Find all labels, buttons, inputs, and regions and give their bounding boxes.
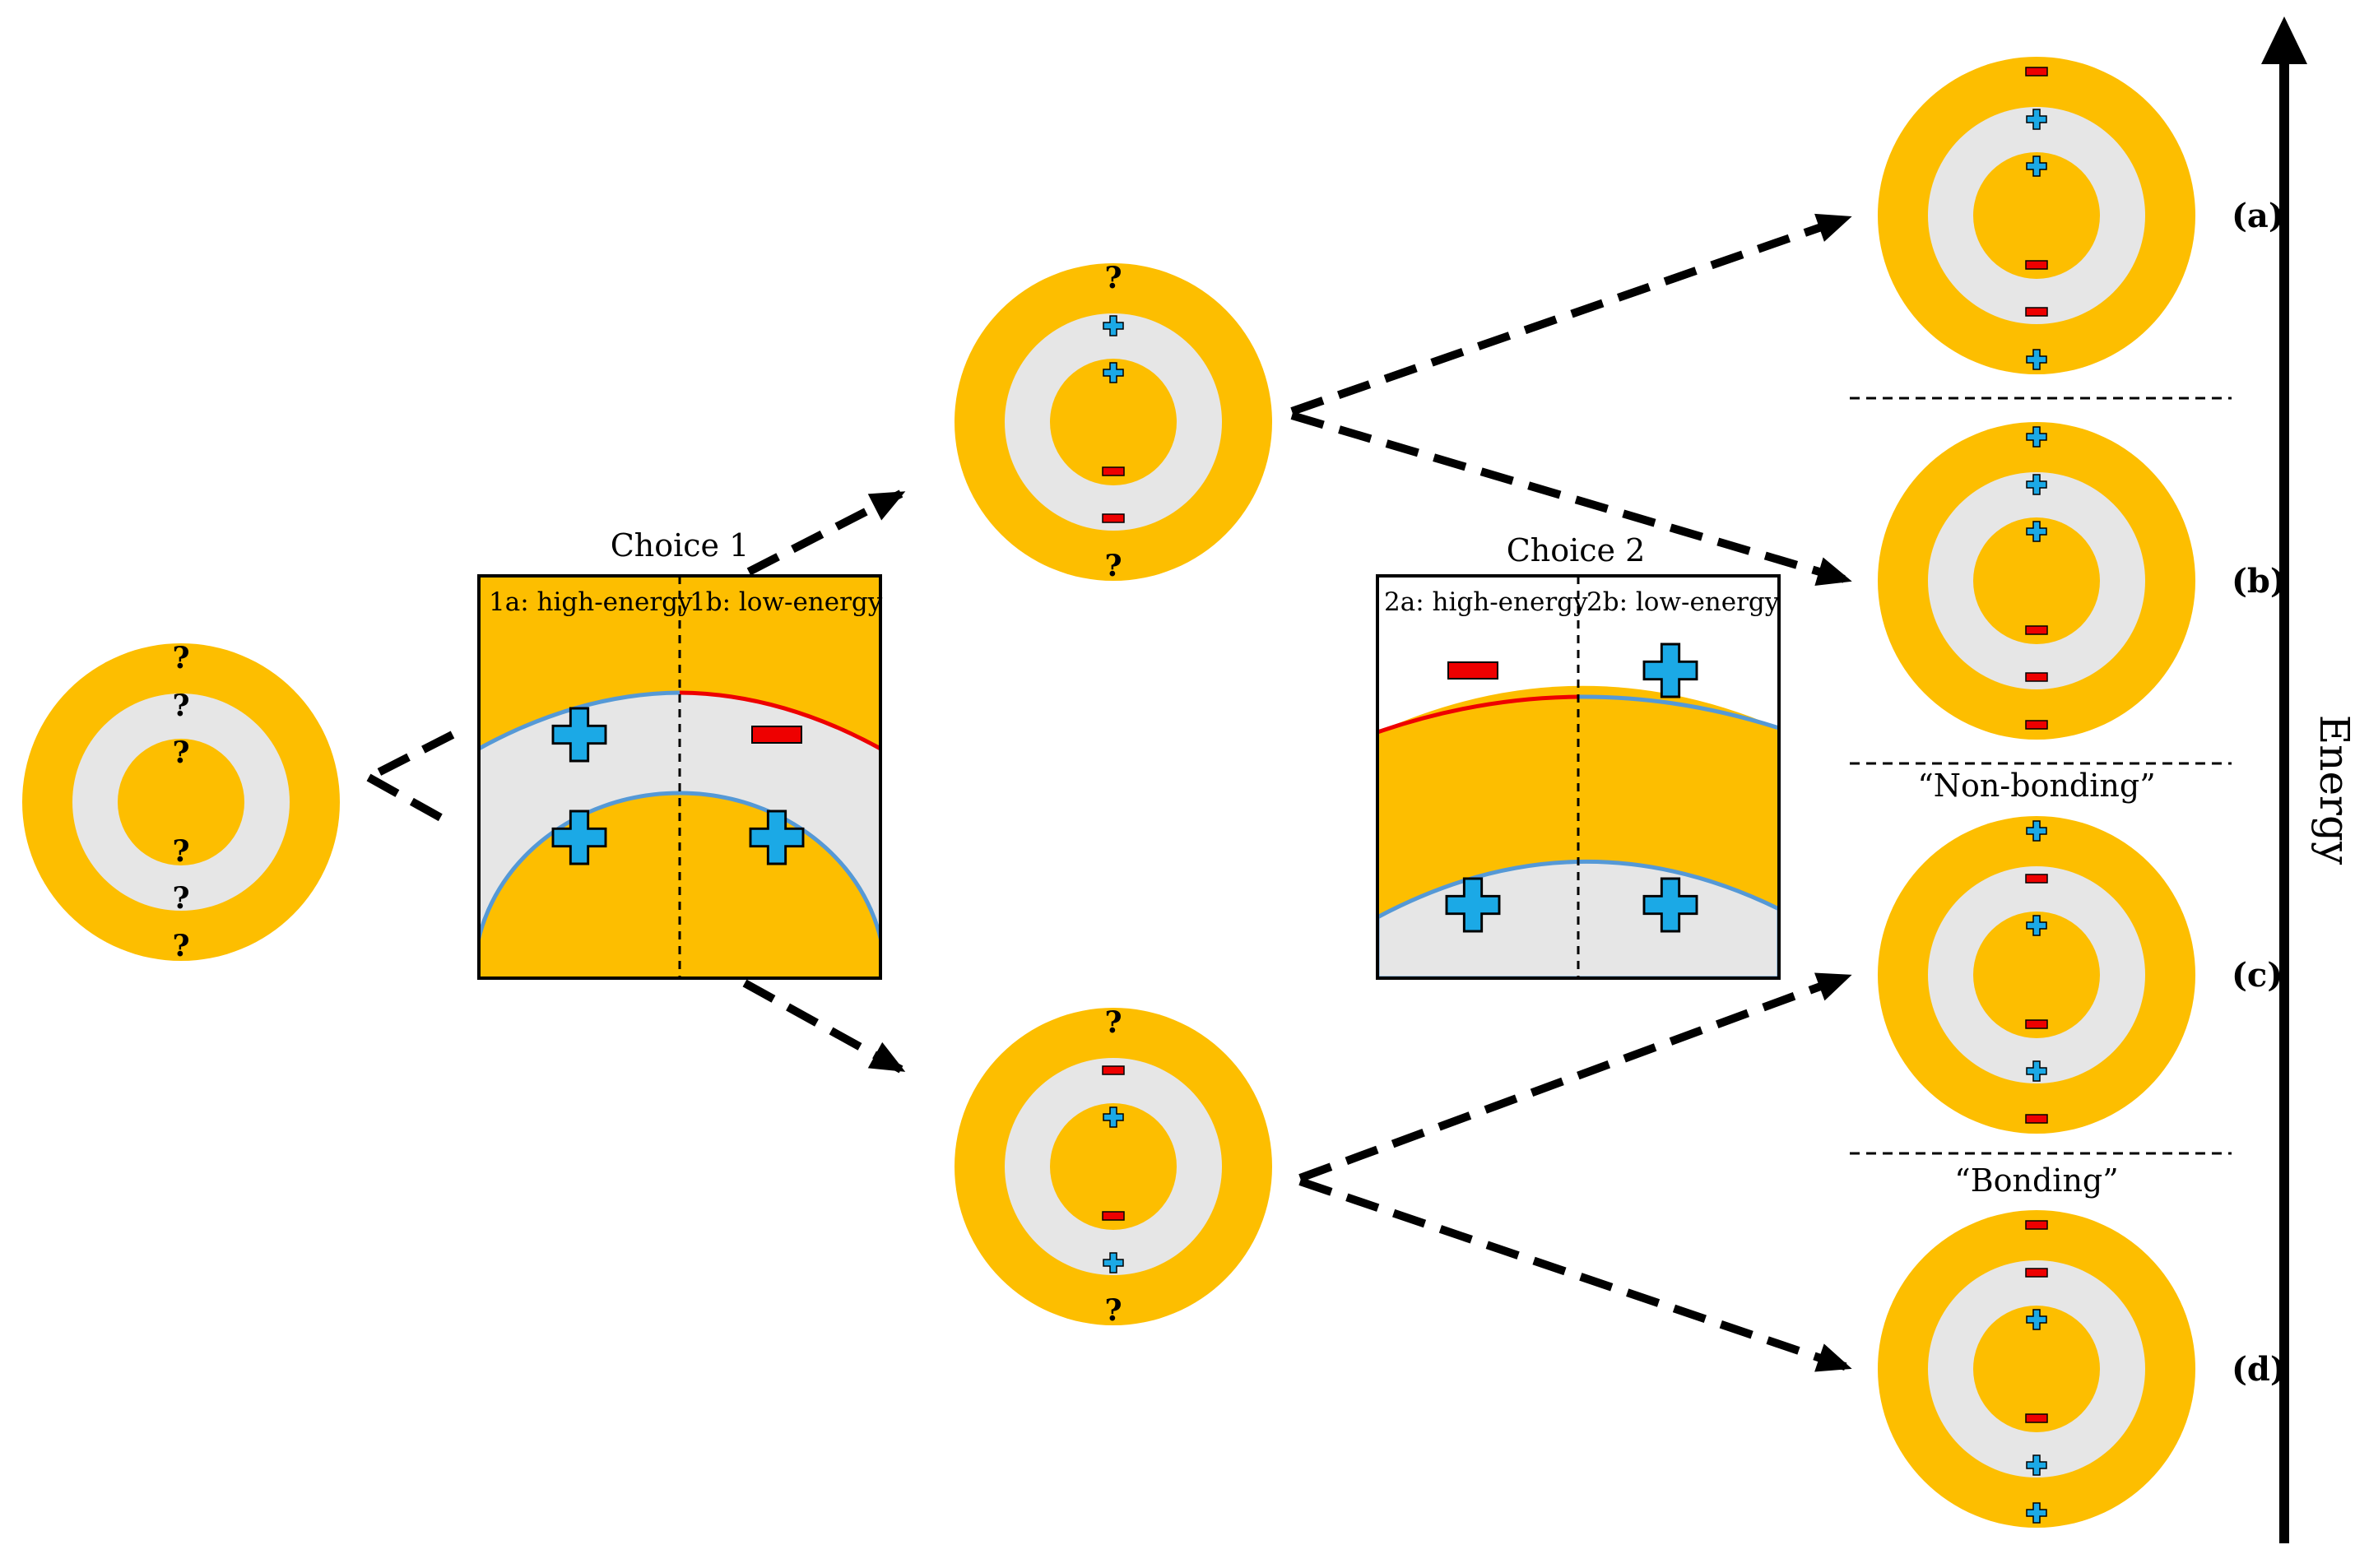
plus-charge-icon <box>1103 1252 1124 1273</box>
plus-charge-icon <box>1103 362 1124 383</box>
plus-charge-icon <box>1642 643 1698 698</box>
dashed-arrow <box>1298 972 1849 1182</box>
state-label-a: (a) <box>2232 197 2284 235</box>
dashed-arrow <box>742 979 903 1074</box>
dashed-arrow <box>1290 214 1849 415</box>
choice1-left-label: 1a: high-energy <box>489 587 693 617</box>
plus-charge-icon <box>1103 1106 1124 1128</box>
unknown-charge-mark: ? <box>1104 1005 1122 1040</box>
state-upper: ?? <box>955 261 1272 583</box>
choice2-right-label: 2b: low-energy <box>1586 587 1780 617</box>
arrowhead-icon <box>1814 557 1852 587</box>
level-separators <box>1850 397 2232 1155</box>
choice2-panel: Choice 2 2a: high-energy 2b: low-energy <box>1376 532 1781 980</box>
choice2-title: Choice 2 <box>1507 532 1646 568</box>
energy-axis-arrowhead <box>2261 16 2307 64</box>
branch-arrows <box>366 214 1849 1371</box>
core-disk <box>1050 1103 1177 1230</box>
plus-charge-icon <box>2026 1502 2047 1524</box>
plus-charge-icon <box>551 810 607 865</box>
state-diagrams: ?????????? (a) (b) (c) (d) <box>22 57 2286 1528</box>
state-label-b: (b) <box>2232 562 2286 601</box>
minus-charge-icon <box>1102 1211 1125 1221</box>
state-d: (d) <box>1878 1210 2286 1528</box>
energy-axis-label: Energy <box>2311 715 2355 865</box>
unknown-charge-mark: ? <box>172 689 189 723</box>
choice1-right-label: 1b: low-energy <box>690 587 883 617</box>
energy-axis: Energy <box>2261 16 2355 1543</box>
state-c: (c) <box>1878 816 2283 1134</box>
plus-charge-icon <box>2026 109 2047 130</box>
minus-charge-icon <box>2025 672 2048 682</box>
dashed-arrow <box>366 731 455 782</box>
arrowhead-icon <box>867 1041 906 1072</box>
state-label-d: (d) <box>2232 1350 2286 1389</box>
unknown-charge-mark: ? <box>1104 549 1122 583</box>
minus-charge-icon <box>1447 661 1498 680</box>
bonding-label: “Bonding” <box>1954 1162 2118 1199</box>
unknown-charge-mark: ? <box>1104 261 1122 295</box>
non-bonding-label: “Non-bonding” <box>1917 768 2155 804</box>
plus-charge-icon <box>551 707 607 763</box>
minus-charge-icon <box>2025 720 2048 730</box>
unknown-charge-mark: ? <box>1104 1293 1122 1328</box>
unknown-charge-mark: ? <box>172 834 189 869</box>
minus-charge-icon <box>2025 1268 2048 1278</box>
core-disk <box>1973 517 2100 644</box>
dashed-arrow <box>1298 1177 1849 1371</box>
minus-charge-icon <box>1102 1065 1125 1075</box>
minus-charge-icon <box>2025 625 2048 635</box>
plus-charge-icon <box>2026 349 2047 370</box>
plus-charge-icon <box>1445 877 1501 933</box>
arrowhead-icon <box>867 491 906 521</box>
minus-charge-icon <box>2025 1114 2048 1124</box>
minus-charge-icon <box>2025 67 2048 77</box>
plus-charge-icon <box>2026 1309 2047 1330</box>
dashed-arrow <box>366 773 455 828</box>
plus-charge-icon <box>2026 1060 2047 1082</box>
choice2-left-label: 2a: high-energy <box>1384 587 1588 617</box>
plus-charge-icon <box>1103 315 1124 336</box>
arrowhead-icon <box>1814 213 1852 242</box>
plus-charge-icon <box>2026 521 2047 542</box>
choice1-title: Choice 1 <box>611 527 750 564</box>
plus-charge-icon <box>2026 474 2047 495</box>
core-disk <box>1050 359 1177 485</box>
core-disk <box>1973 912 2100 1038</box>
minus-charge-icon <box>2025 307 2048 317</box>
minus-charge-icon <box>2025 1220 2048 1230</box>
state-start: ?????? <box>22 641 340 963</box>
minus-charge-icon <box>2025 874 2048 884</box>
plus-charge-icon <box>2026 915 2047 936</box>
arrowhead-icon <box>1814 1343 1852 1372</box>
state-a: (a) <box>1878 57 2284 374</box>
arrowhead-icon <box>1814 972 1852 1001</box>
unknown-charge-mark: ? <box>172 735 189 770</box>
unknown-charge-mark: ? <box>172 641 189 675</box>
core-disk <box>1973 152 2100 279</box>
minus-charge-icon <box>1102 513 1125 523</box>
minus-charge-icon <box>2025 260 2048 270</box>
minus-charge-icon <box>1102 466 1125 476</box>
choice1-panel: Choice 1 1a: high-energy 1b: low-energy <box>477 527 883 980</box>
unknown-charge-mark: ? <box>172 881 189 916</box>
core-disk <box>1973 1306 2100 1432</box>
state-lower: ?? <box>955 1005 1272 1328</box>
arrowheads <box>867 213 1852 1372</box>
unknown-charge-mark: ? <box>172 929 189 963</box>
state-label-c: (c) <box>2232 956 2283 995</box>
core-disk <box>118 739 244 865</box>
plus-charge-icon <box>749 810 805 865</box>
minus-charge-icon <box>751 726 802 744</box>
plus-charge-icon <box>2026 1454 2047 1476</box>
minus-charge-icon <box>2025 1413 2048 1423</box>
dashed-arrow <box>746 489 903 576</box>
minus-charge-icon <box>2025 1019 2048 1029</box>
plus-charge-icon <box>2026 820 2047 842</box>
state-b: (b) <box>1878 422 2286 740</box>
plus-charge-icon <box>2026 155 2047 177</box>
plus-charge-icon <box>2026 426 2047 448</box>
plus-charge-icon <box>1642 877 1698 933</box>
